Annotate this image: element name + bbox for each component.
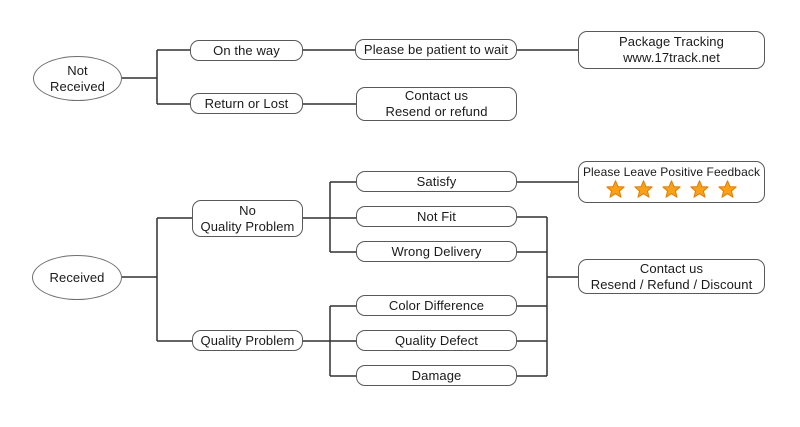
node-not-fit: Not Fit bbox=[356, 206, 517, 227]
node-please-be-patient: Please be patient to wait bbox=[355, 39, 517, 60]
node-label: Wrong Delivery bbox=[391, 244, 482, 259]
node-label: On the way bbox=[213, 43, 280, 58]
star-icon bbox=[634, 180, 653, 198]
star-icon bbox=[690, 180, 709, 198]
tracking-url: www.17track.net bbox=[623, 50, 720, 65]
node-contact-us-resend-refund-discount: Contact us Resend / Refund / Discount bbox=[578, 259, 765, 294]
node-label: Received bbox=[50, 78, 105, 94]
node-label: Contact us bbox=[404, 88, 469, 103]
star-icon bbox=[606, 180, 625, 198]
node-color-difference: Color Difference bbox=[356, 295, 517, 316]
node-label: Color Difference bbox=[388, 298, 485, 313]
node-quality-defect: Quality Defect bbox=[356, 330, 517, 351]
node-return-or-lost: Return or Lost bbox=[190, 93, 303, 114]
node-label: Quality Defect bbox=[394, 333, 479, 348]
node-label: Damage bbox=[411, 368, 462, 383]
node-on-the-way: On the way bbox=[190, 40, 303, 61]
node-contact-us-resend-or-refund: Contact us Resend or refund bbox=[356, 87, 517, 121]
node-label: Package Tracking bbox=[619, 34, 724, 49]
node-label: Not Fit bbox=[417, 209, 456, 224]
node-label: Contact us bbox=[639, 260, 704, 276]
star-icon bbox=[718, 180, 737, 198]
node-label: Please Leave Positive Feedback bbox=[582, 165, 761, 179]
node-label: Satisfy bbox=[416, 174, 457, 189]
node-label: No bbox=[239, 202, 256, 218]
node-label: Quality Problem bbox=[200, 218, 295, 234]
node-label: Resend / Refund / Discount bbox=[590, 276, 753, 292]
node-wrong-delivery: Wrong Delivery bbox=[356, 241, 517, 262]
node-label: Please be patient to wait bbox=[363, 42, 509, 57]
node-positive-feedback: Please Leave Positive Feedback bbox=[578, 161, 765, 203]
node-quality-problem: Quality Problem bbox=[192, 330, 303, 351]
five-star-rating bbox=[606, 180, 737, 198]
node-label: Not bbox=[67, 62, 88, 78]
star-icon bbox=[662, 180, 681, 198]
node-received: Received bbox=[32, 255, 122, 300]
node-label: Resend or refund bbox=[385, 104, 488, 119]
node-damage: Damage bbox=[356, 365, 517, 386]
node-satisfy: Satisfy bbox=[356, 171, 517, 192]
node-label: Return or Lost bbox=[204, 96, 289, 111]
node-no-quality-problem: No Quality Problem bbox=[192, 200, 303, 237]
node-label: Quality Problem bbox=[200, 333, 295, 348]
node-not-received: Not Received bbox=[33, 56, 122, 101]
node-label: Received bbox=[49, 270, 105, 285]
node-package-tracking: Package Tracking www.17track.net bbox=[578, 31, 765, 69]
